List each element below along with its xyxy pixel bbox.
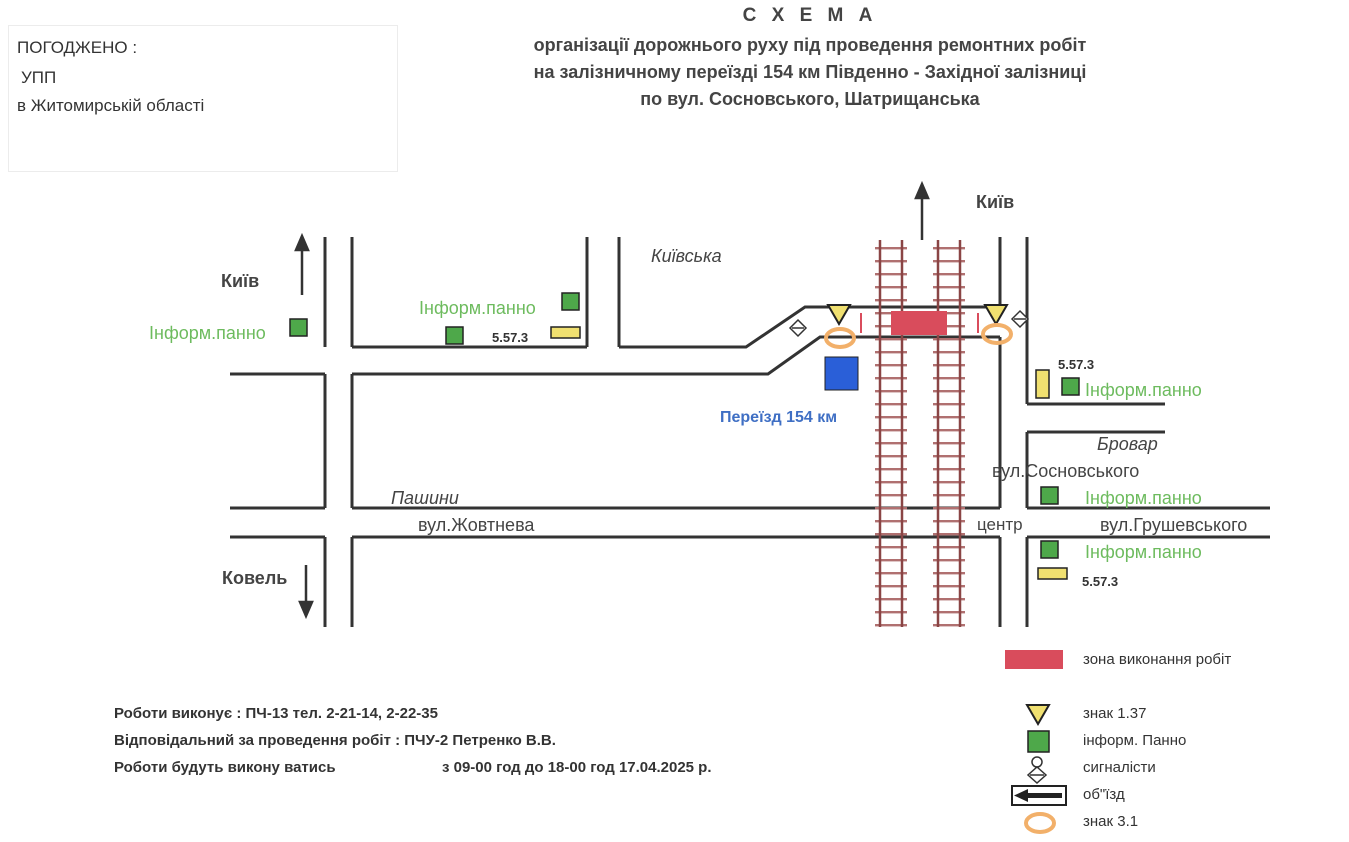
legend-work-zone-icon	[1005, 650, 1063, 669]
subtitle-line-2: на залізничному переїзді 154 км Південно…	[533, 62, 1087, 82]
arrow-up-kyiv-top-icon	[914, 180, 930, 240]
subtitle-line-3: по вул. Сосновського, Шатрищанська	[640, 89, 980, 109]
approval-title: ПОГОДЖЕНО :	[17, 38, 138, 57]
legend-sign-31-label: знак 3.1	[1083, 813, 1139, 830]
scheme-subtitle: організації дорожнього руху під проведен…	[330, 32, 1290, 113]
sign-5573-left-icon	[550, 326, 581, 339]
label-kyiv-top: Київ	[976, 192, 1015, 212]
label-kovel: Ковель	[222, 568, 288, 588]
approval-org: УПП	[21, 68, 57, 87]
label-info-panel-right-mid: Інформ.панно	[1085, 488, 1202, 508]
label-hrushevskoho-street: вул.Грушевського	[1100, 515, 1248, 535]
info-panel-right-mid-icon	[1040, 486, 1059, 505]
label-info-panel-left: Інформ.панно	[149, 323, 266, 343]
label-sosnovskoho-street: вул.Сосновського	[992, 461, 1140, 481]
label-crossing-154: Переїзд 154 км	[720, 409, 838, 426]
legend-work-zone-label: зона виконання робіт	[1083, 651, 1232, 668]
approval-stamp: ПОГОДЖЕНО : УПП в Житомирській області	[8, 25, 398, 172]
label-sign-5573-right-low: 5.57.3	[1082, 574, 1119, 589]
sign-5573-right-low-icon	[1037, 567, 1068, 580]
info-panel-right-top-icon	[1061, 377, 1080, 396]
scheme-title: С Х Е М А	[742, 5, 878, 26]
label-pashyny: Пашини	[391, 488, 459, 508]
approval-region: в Житомирській області	[17, 96, 205, 115]
railway-tracks	[875, 240, 965, 627]
info-panel-kyivska-low-icon	[445, 326, 464, 345]
legend-info-panel-icon	[1027, 730, 1050, 753]
legend-signalmen-icon	[1026, 756, 1048, 785]
subtitle-line-1: організації дорожнього руху під проведен…	[533, 35, 1087, 55]
footer-contractor: Роботи виконує : ПЧ-13 тел. 2-21-14, 2-2…	[114, 705, 438, 722]
label-zhovtneva-street: вул.Жовтнева	[418, 515, 535, 535]
sign-5573-right-top-icon	[1035, 369, 1050, 399]
legend-detour-icon	[1011, 785, 1067, 806]
legend-detour-label: об"їзд	[1083, 786, 1125, 803]
legend-sign-31-icon	[1024, 812, 1056, 834]
label-info-panel-right-low: Інформ.панно	[1085, 542, 1202, 562]
legend-signalmen-label: сигналісти	[1083, 759, 1156, 776]
label-brovar: Бровар	[1097, 434, 1158, 454]
label-info-panel-right-top: Інформ.панно	[1085, 380, 1202, 400]
legend-sign-137-label: знак 1.37	[1083, 705, 1147, 722]
footer-schedule-label: Роботи будуть викону ватись	[114, 759, 336, 776]
footer-responsible: Відповідальний за проведення робіт : ПЧУ…	[114, 732, 556, 749]
info-panel-right-low-icon	[1040, 540, 1059, 559]
footer-schedule-value: з 09-00 год до 18-00 год 17.04.2025 р.	[442, 759, 712, 776]
arrow-up-kyiv-left-icon	[294, 232, 310, 295]
label-sign-5573-right-top: 5.57.3	[1058, 357, 1095, 372]
road-lines	[230, 237, 1270, 627]
label-info-panel-kyivska: Інформ.панно	[419, 298, 536, 318]
crossing-marker	[824, 356, 859, 391]
sign-31-left-icon	[824, 327, 856, 349]
label-kyiv-left: Київ	[221, 271, 260, 291]
work-zone-marker	[891, 311, 947, 335]
arrow-down-kovel-icon	[298, 565, 314, 620]
label-kyivska-street: Київська	[651, 246, 722, 266]
info-panel-kyivska-icon	[561, 292, 580, 311]
signalman-left-icon	[788, 318, 808, 338]
info-panel-left-icon	[289, 318, 308, 337]
label-tsentr: центр	[977, 515, 1023, 534]
sign-137-right-icon	[983, 304, 1009, 326]
label-sign-5573-left: 5.57.3	[492, 330, 529, 345]
legend-sign-137-icon	[1025, 704, 1051, 726]
sign-137-left-icon	[826, 304, 852, 326]
signalman-right-icon	[1010, 309, 1030, 329]
sign-31-right-icon	[981, 323, 1013, 345]
legend-info-panel-label: інформ. Панно	[1083, 732, 1187, 749]
